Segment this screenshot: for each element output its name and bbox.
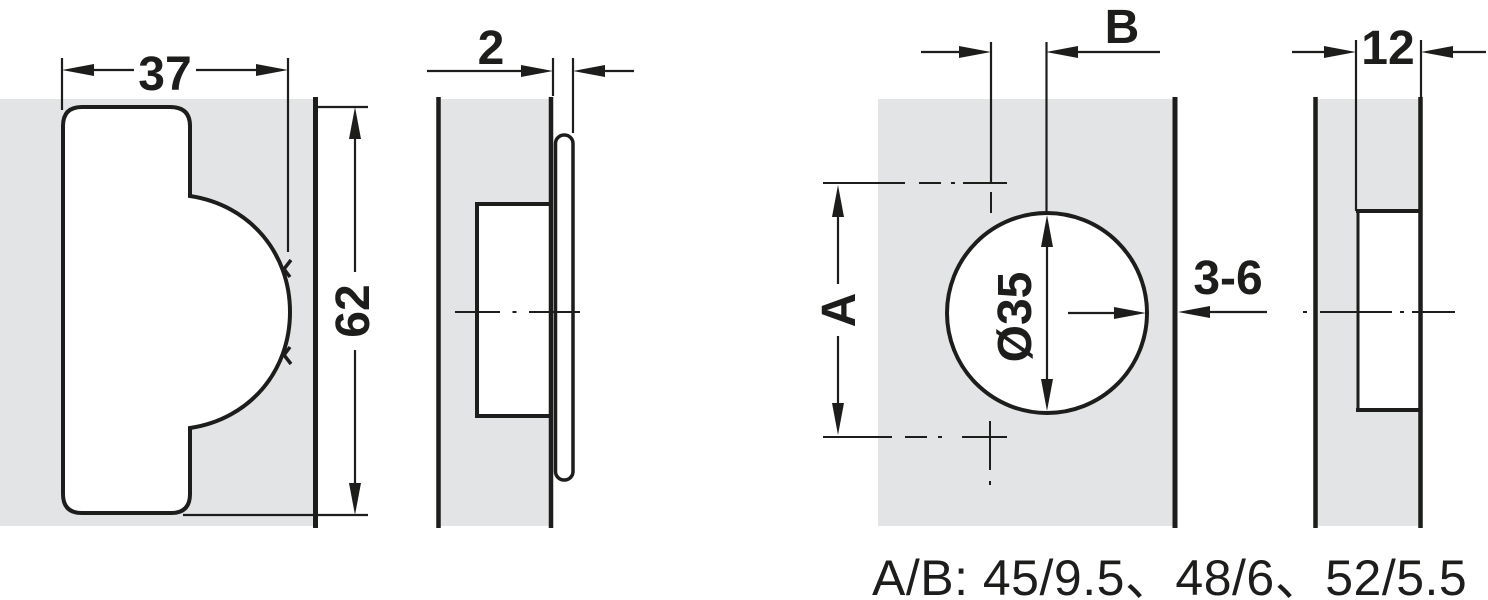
offset-label: B: [1105, 1, 1140, 54]
dim-edge-distance: 3-6: [1178, 252, 1267, 318]
spacing-label: A: [813, 293, 866, 328]
depth-label: 12: [1361, 22, 1414, 75]
cup-recess: [477, 205, 551, 416]
dim-spacing-a: A: [813, 185, 866, 435]
width-label: 37: [138, 48, 191, 101]
hinge-flange-side: [553, 133, 575, 482]
hinge-flange-outline: [61, 105, 293, 515]
dim-diameter-35: Ø35: [989, 215, 1146, 411]
screw-hole-centerlines: [823, 182, 1007, 485]
cup-notch-upper: [281, 258, 293, 279]
dim-depth-12: 12: [1292, 22, 1486, 211]
dim-flange-thickness-2: 2: [427, 22, 634, 133]
diameter-label: Ø35: [989, 272, 1042, 363]
drilling-depth-section-view: 12: [1292, 22, 1486, 528]
cup-hole-section: [1358, 213, 1419, 408]
drilling-pattern-front-view: B A Ø35 3-6: [813, 1, 1267, 528]
cup-notch-lower: [281, 345, 293, 366]
dim-height-62: 62: [183, 105, 380, 517]
dim-offset-b: B: [921, 1, 1160, 214]
dim-width-37: 37: [60, 48, 290, 252]
hinge-side-view: 2: [427, 22, 634, 528]
flange-thickness-label: 2: [478, 22, 505, 75]
edge-distance-label: 3-6: [1193, 252, 1262, 305]
height-label: 62: [327, 284, 380, 337]
ab-values-caption: A/B: 45/9.5、48/6、52/5.5: [872, 550, 1468, 600]
hinge-front-view: 37 62: [0, 48, 380, 528]
